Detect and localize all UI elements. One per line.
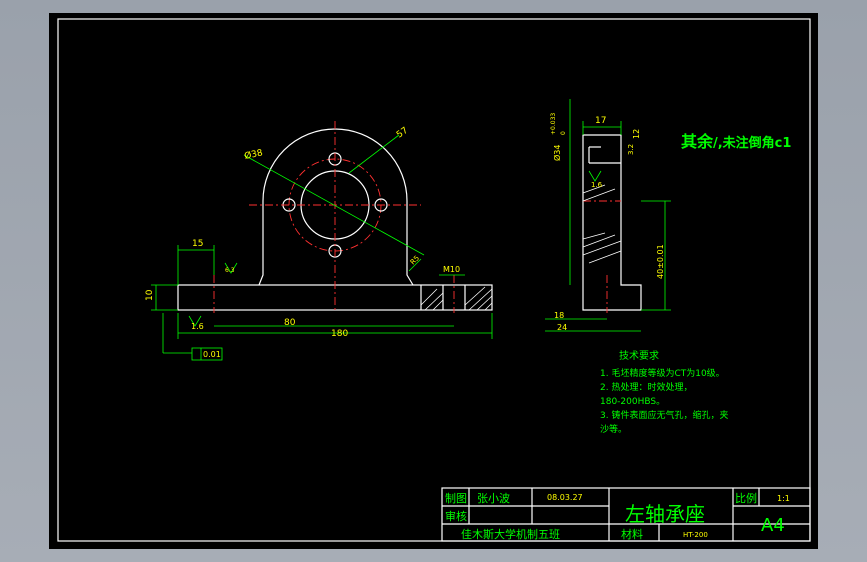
tech-line-5: 沙等。	[600, 423, 627, 435]
drawing-frame	[57, 18, 811, 542]
dim-80: 80	[284, 318, 296, 328]
dim-10: 10	[145, 289, 155, 301]
section-hatching	[420, 286, 493, 311]
tb-date: 08.03.27	[547, 493, 583, 502]
tb-material-label: 材料	[621, 527, 643, 541]
tech-requirements: 技术要求 1. 毛坯精度等级为CT为10级。 2. 热处理：时效处理， 180-…	[600, 349, 728, 435]
dim-15: 15	[192, 239, 203, 249]
side-dimensions	[545, 99, 671, 332]
side-tol-upper: +0.033	[550, 113, 557, 135]
bolt-hole-right	[374, 198, 388, 212]
tb-sheet-size: A4	[761, 515, 785, 536]
dim-180: 180	[331, 329, 348, 339]
side-dim-24: 24	[557, 323, 567, 332]
side-view: 17 12 18 24 Ø34 +0.033 0 40±0.01 1.6 3.2	[545, 99, 671, 332]
cad-viewport[interactable]: 15 10 80 180 57 Ø38 M10 R5 6.3 1.6 0.01	[49, 13, 818, 549]
tb-scale-value: 1:1	[777, 494, 790, 503]
dim-57: 57	[395, 126, 410, 141]
bearing-upright	[258, 128, 414, 286]
dim-38: Ø38	[243, 147, 264, 162]
dim-r5: R5	[409, 254, 421, 266]
tb-drafter: 张小波	[477, 492, 510, 505]
side-dim-12: 12	[632, 129, 641, 139]
side-dim-17: 17	[595, 116, 606, 126]
side-dim-18: 18	[554, 311, 564, 320]
tb-material-value: HT-200	[683, 531, 708, 539]
tech-line-4: 3. 铸件表面应无气孔，缩孔，夹	[600, 409, 728, 421]
tb-scale-label: 比例	[735, 491, 757, 505]
tolerance-0-01: 0.01	[203, 350, 221, 359]
side-dim-dia: Ø34	[552, 145, 562, 161]
side-dim-40: 40±0.01	[656, 244, 665, 279]
side-roughness-1-6: 1.6	[591, 181, 603, 189]
tb-draw-label: 制图	[445, 492, 467, 505]
tb-part-name: 左轴承座	[625, 502, 705, 526]
drawing-canvas: 15 10 80 180 57 Ø38 M10 R5 6.3 1.6 0.01	[57, 18, 811, 542]
title-block	[441, 487, 811, 542]
tech-line-2: 2. 热处理：时效处理，	[600, 381, 692, 393]
front-dimensions	[151, 134, 493, 361]
tech-title: 技术要求	[619, 349, 659, 362]
dim-m10: M10	[443, 265, 460, 274]
roughness-1-6: 1.6	[191, 322, 204, 331]
note-other: 其余	[681, 132, 714, 151]
tb-check-label: 审核	[445, 509, 467, 523]
roughness-6-3: 6.3	[225, 267, 235, 274]
front-view: 15 10 80 180 57 Ø38 M10 R5 6.3 1.6 0.01	[145, 121, 493, 361]
tb-school: 佳木斯大学机制五班	[461, 527, 560, 541]
side-profile	[582, 134, 642, 311]
note-chamfer: /,未注倒角c1	[713, 135, 791, 151]
tech-line-3: 180-200HBS。	[600, 397, 665, 407]
side-roughness-3-2: 3.2	[627, 144, 635, 155]
tech-line-1: 1. 毛坯精度等级为CT为10级。	[600, 367, 725, 379]
side-tol-lower: 0	[560, 131, 567, 135]
side-section-hatching	[582, 184, 622, 264]
